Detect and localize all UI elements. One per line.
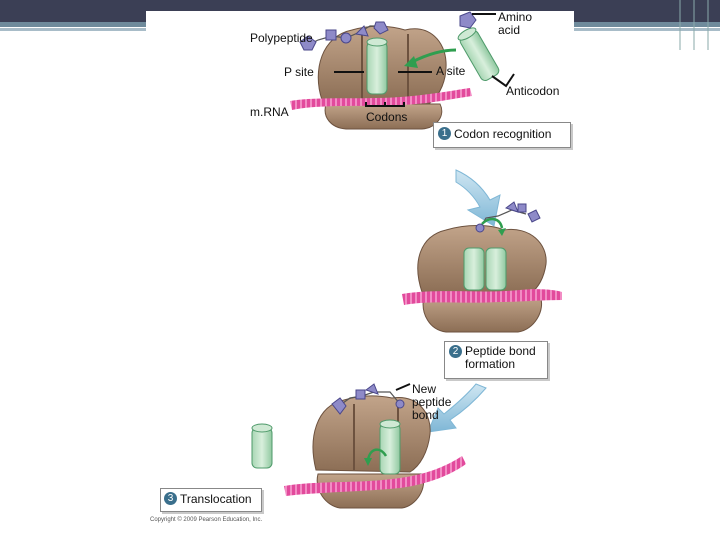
step-3-badge: 3: [164, 492, 177, 505]
corner-decoration: [679, 0, 709, 50]
copyright-notice: Copyright © 2009 Pearson Education, Inc.: [150, 517, 263, 523]
label-a-site: A site: [436, 64, 466, 78]
ribosome-small-subunit-2: [422, 295, 542, 333]
step-1-label: Codon recognition: [454, 127, 552, 141]
translocation-arrow: [366, 448, 388, 461]
stage-translocation: [251, 383, 466, 509]
label-polypeptide: Polypeptide: [250, 31, 313, 45]
mrna-strand: [290, 88, 472, 110]
label-p-site: P site: [284, 65, 314, 79]
trna-p-site: [366, 37, 388, 95]
amino-acid-icon: [459, 11, 477, 29]
step-3-label: Translocation: [180, 492, 252, 506]
step-2-label: Peptide bond formation: [465, 344, 536, 371]
step-2-badge: 2: [449, 345, 462, 358]
label-anticodon: Anticodon: [506, 84, 560, 98]
stage-peptide-bond: [402, 201, 562, 333]
trna-exiting: [251, 423, 273, 469]
ribosome-small-subunit: [324, 103, 443, 130]
label-new-peptide-bond: New peptide bond: [412, 382, 452, 422]
ribosome-large-subunit-3: [312, 395, 431, 473]
step-1-badge: 1: [438, 127, 451, 140]
label-codons: Codons: [366, 110, 408, 124]
mrna-strand-2: [402, 289, 562, 305]
flow-arrow-1: [455, 169, 501, 227]
flow-arrow-2: [427, 383, 487, 433]
label-amino-acid: Amino acid: [498, 10, 533, 37]
stage-codon-recognition: [290, 11, 515, 130]
label-mrna: m.RNA: [250, 105, 289, 119]
mrna-strand-3: [284, 456, 466, 496]
peptide-transfer-arrow: [481, 217, 504, 229]
trna-incoming: [457, 27, 500, 81]
